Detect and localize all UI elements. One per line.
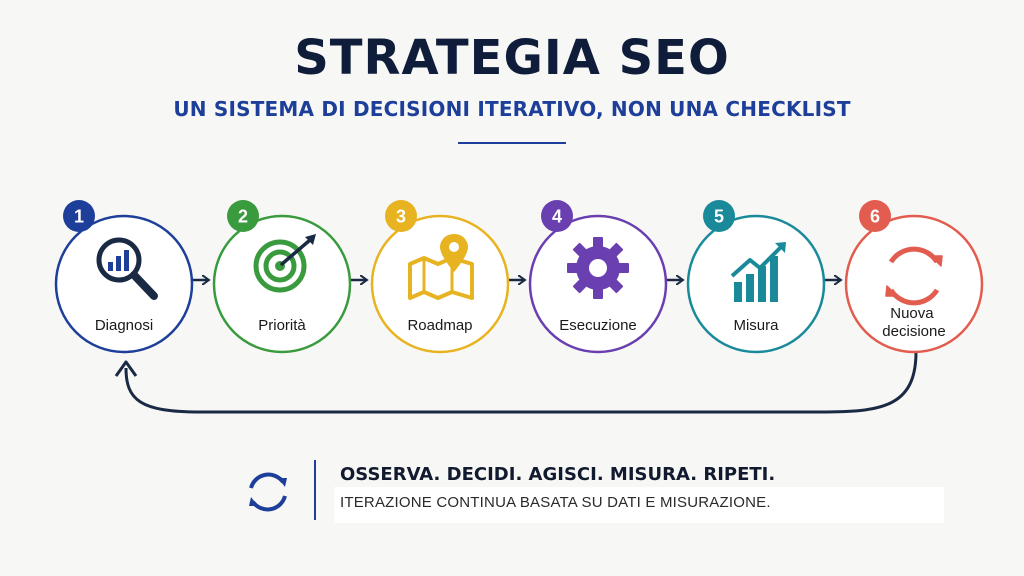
step-2-label: Priorità [258,317,306,334]
step-4: Esecuzione 4 [528,200,668,354]
title-divider [458,142,566,144]
loop-back-arrow [124,351,918,414]
step-1-number: 1 [74,207,84,227]
step-1: Diagnosi 1 [54,200,194,354]
step-4-label: Esecuzione [559,317,637,334]
step-2-badge [227,200,259,232]
step-5-badge [703,200,735,232]
gear-icon [567,237,629,299]
step-5-circle [686,214,826,354]
step-6-number: 6 [870,207,880,227]
step-3-badge [385,200,417,232]
magnifier-chart-icon [96,237,158,300]
step-1-circle [54,214,194,354]
page-subtitle: UN SISTEMA DI DECISIONI ITERATIVO, NON U… [173,97,851,121]
step-4-badge [541,200,573,232]
target-arrow-icon [253,234,316,293]
refresh-icon [885,246,943,306]
map-pin-icon [408,234,474,300]
step-5-number: 5 [714,207,724,227]
footer-sub-background [334,487,944,523]
step-2-number: 2 [238,207,248,227]
growth-chart-icon [730,242,786,302]
step-5-label: Misura [733,317,779,334]
step-5: Misura 5 [686,200,826,354]
step-6-circle [844,214,984,354]
step-2-circle [212,214,352,354]
page-title: STRATEGIA SEO [294,30,730,86]
step-3-circle [370,214,510,354]
footer-tagline: OSSERVA. DECIDI. AGISCI. MISURA. RIPETI. [340,464,776,485]
step-6-label: Nuova decisione [882,305,945,340]
loop-back-arrowhead [114,360,138,377]
step-1-badge [63,200,95,232]
cycle-icon [249,472,287,512]
step-2: Priorità 2 [212,200,352,354]
step-6: Nuova decisione 6 [844,200,984,354]
footer-divider [314,460,316,520]
step-4-number: 4 [552,207,562,227]
step-6-badge [859,200,891,232]
step-3-number: 3 [396,207,406,227]
step-3-label: Roadmap [407,317,472,334]
step-3: Roadmap 3 [370,200,510,354]
step-1-label: Diagnosi [95,317,153,334]
footer-subtext: ITERAZIONE CONTINUA BASATA SU DATI E MIS… [340,494,771,511]
